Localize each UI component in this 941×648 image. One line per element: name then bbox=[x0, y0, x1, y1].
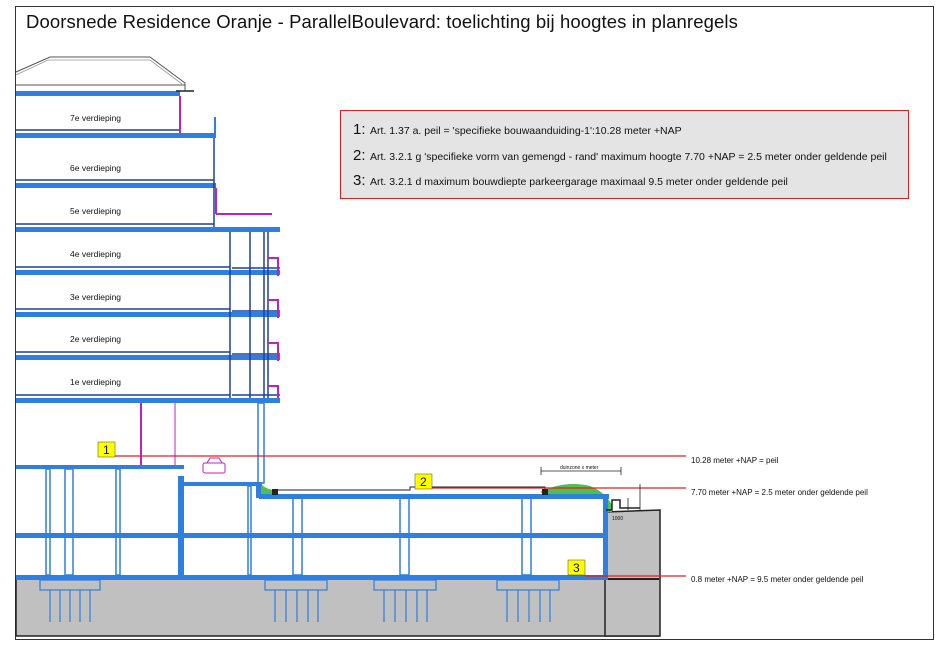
dune-zone-label: duinzone x meter bbox=[560, 465, 599, 471]
roof-pavilion-inner bbox=[15, 59, 183, 85]
car-icon bbox=[202, 457, 226, 474]
ground-right bbox=[604, 509, 661, 637]
dimension-label: 1000 bbox=[612, 516, 623, 522]
legend-num-3: 3: bbox=[353, 172, 366, 189]
legend-row-2: 2: Art. 3.2.1 g 'specifieke vorm van gem… bbox=[353, 147, 887, 165]
marker-2-label: 2 bbox=[420, 475, 427, 489]
level-lines bbox=[115, 455, 686, 577]
floor-label-6: 6e verdieping bbox=[70, 163, 121, 173]
ground-floor-columns bbox=[257, 402, 265, 484]
floor-label-2: 2e verdieping bbox=[70, 334, 121, 344]
garage-structure bbox=[16, 465, 609, 580]
tower-floor-plates bbox=[16, 91, 280, 403]
legend-text-3: Art. 3.2.1 d maximum bouwdiepte parkeerg… bbox=[369, 176, 788, 188]
floor-label-4: 4e verdieping bbox=[70, 249, 121, 259]
ground-mass bbox=[15, 578, 660, 637]
garage-columns bbox=[45, 468, 532, 576]
legend-text-1: Art. 1.37 a. peil = 'specifieke bouwaand… bbox=[369, 125, 682, 137]
marker-2-box bbox=[414, 473, 433, 490]
floor-label-1: 1e verdieping bbox=[70, 377, 121, 387]
roof-edge-block-left bbox=[272, 489, 278, 495]
tower-floor-lines bbox=[16, 129, 230, 396]
roof-pavilion bbox=[15, 56, 186, 91]
legend-row-3: 3: Art. 3.2.1 d maximum bouwdiepte parke… bbox=[353, 172, 788, 190]
floor-label-5: 5e verdieping bbox=[70, 206, 121, 216]
drawing-frame bbox=[15, 6, 934, 640]
marker-3-box bbox=[567, 559, 586, 576]
marker-1-box bbox=[97, 441, 116, 458]
floor-label-7: 7e verdieping bbox=[70, 113, 121, 123]
legend-row-1: 1: Art. 1.37 a. peil = 'specifieke bouwa… bbox=[353, 121, 682, 139]
marker-1-label: 1 bbox=[103, 443, 110, 457]
legend-num-1: 1: bbox=[353, 121, 366, 138]
balcony-elements bbox=[140, 96, 279, 465]
tower-walls bbox=[213, 138, 280, 398]
level-label-770: 7.70 meter +NAP = 2.5 meter onder gelden… bbox=[691, 488, 868, 497]
roof-edge-block-right bbox=[542, 489, 548, 495]
marker-3-label: 3 bbox=[573, 561, 580, 575]
page-title: Doorsnede Residence Oranje - ParallelBou… bbox=[26, 11, 738, 32]
floor-label-3: 3e verdieping bbox=[70, 292, 121, 302]
level-label-peil: 10.28 meter +NAP = peil bbox=[691, 456, 779, 465]
dune-dimension bbox=[540, 467, 641, 510]
legend-box: 1: Art. 1.37 a. peil = 'specifieke bouwa… bbox=[340, 110, 909, 199]
green-dune bbox=[540, 484, 612, 512]
legend-text-2: Art. 3.2.1 g 'specifieke vorm van gemeng… bbox=[369, 151, 887, 163]
edge-parapet bbox=[606, 499, 640, 511]
legend-num-2: 2: bbox=[353, 147, 366, 164]
level-label-080: 0.8 meter +NAP = 9.5 meter onder geldend… bbox=[691, 575, 864, 584]
